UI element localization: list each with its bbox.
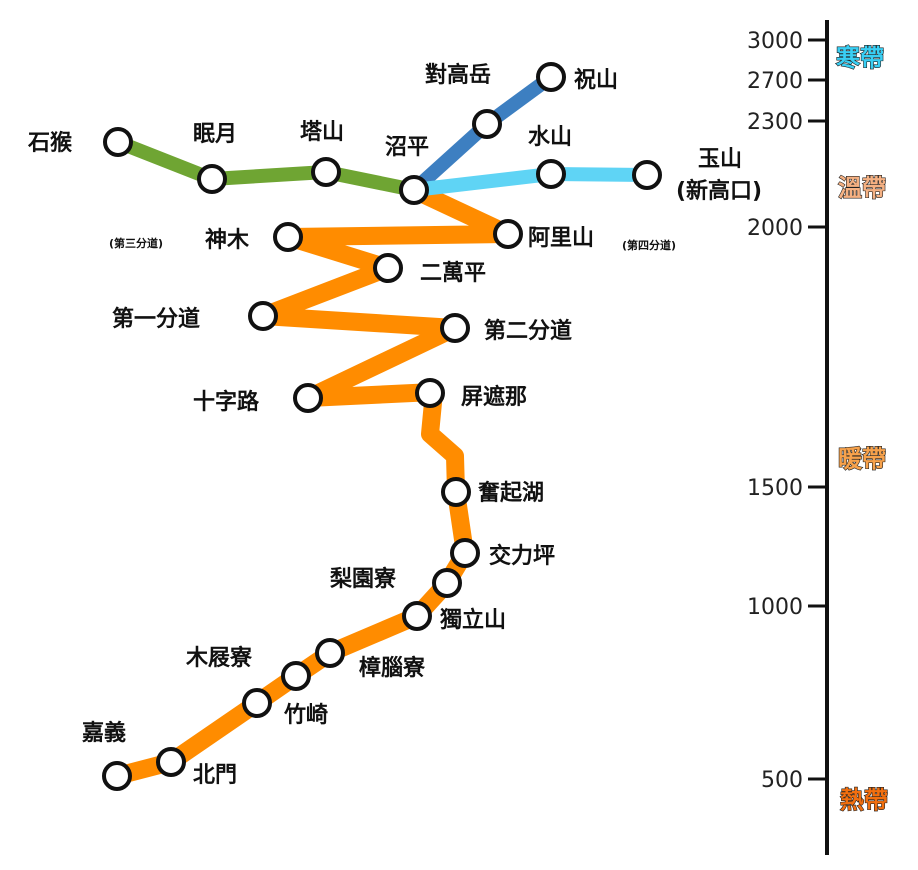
label-zhushan: 祝山 bbox=[574, 68, 618, 93]
tick-label-2300: 2300 bbox=[747, 110, 803, 135]
station-pingzhena[interactable] bbox=[415, 378, 445, 408]
station-diyifendao[interactable] bbox=[248, 301, 278, 331]
station-mujiliao[interactable] bbox=[281, 661, 311, 691]
label-alishan-note: (第四分道) bbox=[622, 238, 676, 252]
zone-label-cold: 寒帶 bbox=[836, 44, 884, 72]
label-yushan: 玉山 bbox=[698, 147, 742, 172]
label-mianyue: 眠月 bbox=[193, 122, 237, 147]
zone-label-hot: 熱帶 bbox=[840, 786, 888, 814]
tick-label-1500: 1500 bbox=[747, 476, 803, 501]
station-erwanping[interactable] bbox=[373, 253, 403, 283]
branch-line-green bbox=[111, 135, 421, 197]
station-shihou[interactable] bbox=[103, 127, 133, 157]
label-beimen: 北門 bbox=[193, 763, 237, 788]
station-zhaoping[interactable] bbox=[399, 175, 429, 205]
label-zhaoping: 沼平 bbox=[385, 135, 429, 160]
station-liyuanliao[interactable] bbox=[432, 568, 462, 598]
station-mianyue[interactable] bbox=[197, 164, 227, 194]
label-liyuanliao: 梨園寮 bbox=[330, 566, 397, 592]
station-zhushan[interactable] bbox=[536, 62, 566, 92]
zone-label-warm: 暖帶 bbox=[838, 445, 886, 473]
station-alishan[interactable] bbox=[493, 219, 523, 249]
tick-label-1000: 1000 bbox=[747, 595, 803, 620]
tick-label-3000: 3000 bbox=[747, 29, 803, 54]
tick-label-2000: 2000 bbox=[747, 216, 803, 241]
branch-line-light-blue bbox=[407, 167, 654, 197]
station-shenmu[interactable] bbox=[273, 222, 303, 252]
station-dierfendao[interactable] bbox=[440, 313, 470, 343]
label-shihou: 石猴 bbox=[27, 131, 73, 156]
label-duigaoyue: 對高岳 bbox=[425, 62, 491, 88]
station-markers bbox=[102, 62, 662, 791]
label-diyifendao: 第一分道 bbox=[112, 306, 200, 332]
zone-label-temperate: 溫帶 bbox=[838, 174, 886, 202]
tick-label-500: 500 bbox=[761, 768, 803, 793]
label-jiaoliping: 交力坪 bbox=[489, 543, 555, 569]
label-dierfendao: 第二分道 bbox=[484, 318, 572, 344]
label-zhuqi: 竹崎 bbox=[283, 702, 328, 728]
station-fenqihu[interactable] bbox=[441, 477, 471, 507]
label-jiayi: 嘉義 bbox=[82, 720, 126, 746]
station-jiaoliping[interactable] bbox=[450, 538, 480, 568]
label-yushan-note: (新高口) bbox=[676, 178, 762, 204]
label-dulishan: 獨立山 bbox=[439, 607, 506, 633]
tick-label-2700: 2700 bbox=[747, 69, 803, 94]
label-erwanping: 二萬平 bbox=[420, 261, 486, 286]
label-tashan: 塔山 bbox=[300, 120, 344, 145]
station-tashan[interactable] bbox=[311, 157, 341, 187]
station-dulishan[interactable] bbox=[402, 601, 432, 631]
station-zhangnaoliao[interactable] bbox=[315, 638, 345, 668]
station-yushan[interactable] bbox=[632, 160, 662, 190]
station-zhuqi[interactable] bbox=[242, 688, 272, 718]
label-zhangnaoliao: 樟腦寮 bbox=[359, 655, 426, 681]
station-beimen[interactable] bbox=[156, 747, 186, 777]
station-shizilu[interactable] bbox=[293, 383, 323, 413]
altitude-axis: 3000 2700 2300 2000 1500 1000 500 bbox=[746, 20, 829, 855]
label-mujiliao: 木屐寮 bbox=[185, 645, 253, 671]
label-pingzhena: 屏遮那 bbox=[461, 384, 527, 410]
label-alishan: 阿里山 bbox=[528, 226, 594, 251]
label-shuishan: 水山 bbox=[528, 125, 572, 150]
station-shuishan[interactable] bbox=[536, 159, 566, 189]
label-shenmu-note: (第三分道) bbox=[109, 236, 163, 250]
label-fenqihu: 奮起湖 bbox=[478, 480, 544, 506]
label-shizilu: 十字路 bbox=[193, 389, 260, 415]
station-jiayi[interactable] bbox=[102, 761, 132, 791]
station-duigaoyue[interactable] bbox=[472, 109, 502, 139]
label-shenmu: 神木 bbox=[205, 227, 250, 253]
